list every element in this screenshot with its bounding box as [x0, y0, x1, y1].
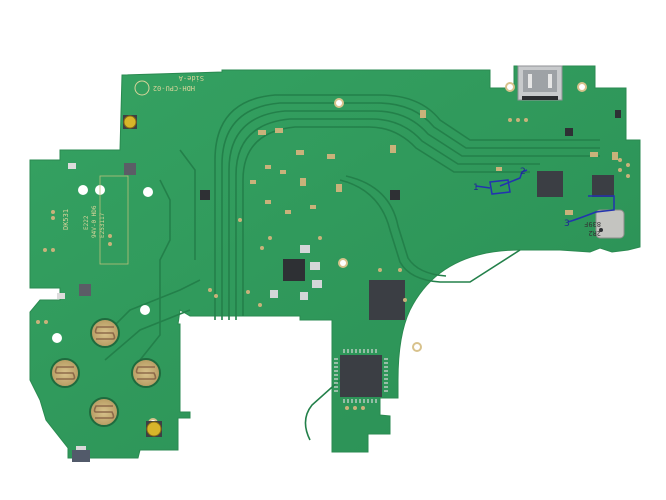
annotation-2-label: 2 [520, 167, 526, 177]
ic-chip-far-right [592, 175, 614, 197]
annotation-3-outline [567, 195, 615, 223]
annotation-3-label: 3 [564, 219, 570, 229]
inductor-label-top: 839F [584, 220, 601, 228]
maker-code-label: DK531 [62, 209, 70, 230]
pmic-chip [283, 259, 305, 281]
mounting-holes [52, 82, 587, 428]
tact-switch-bottom [146, 421, 162, 437]
smd-components [36, 110, 630, 410]
usb-c-port [517, 65, 563, 101]
button-pad-left [50, 358, 80, 388]
rating-label: 94V-0 HD6 [91, 205, 98, 238]
face-button-pads [50, 318, 161, 427]
annotation-2-outline [499, 169, 528, 187]
tact-switch-top [123, 115, 137, 129]
annotation-1-label: 1 [473, 183, 479, 193]
silkscreen-labels: HDH-CPU-02 Side-A DK531 E222 94V-0 HD6 E… [62, 74, 204, 265]
annotation-1-outline [489, 179, 511, 195]
ic-chips [79, 110, 621, 403]
side-label: Side-A [178, 74, 204, 82]
ul-code-label: E222 [83, 215, 90, 230]
board-outline [29, 65, 641, 459]
microcontroller-chip [340, 355, 382, 397]
inductor: 839F 2R2 [584, 209, 625, 239]
button-pad-right [131, 358, 161, 388]
inductor-label-bottom: 2R2 [588, 229, 601, 237]
board-id-label: HDH-CPU-02 [153, 84, 195, 92]
annotation-marks [475, 169, 615, 223]
slide-switch [72, 446, 90, 462]
button-pad-bottom [89, 397, 119, 427]
ic-chip-mid [369, 280, 405, 320]
button-pad-top [90, 318, 120, 348]
ic-chip-right [537, 171, 563, 197]
ul-file-label: E253117 [99, 212, 106, 238]
